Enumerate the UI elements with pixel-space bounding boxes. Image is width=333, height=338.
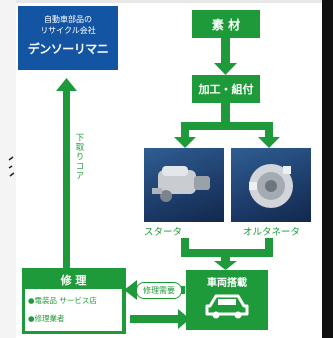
- brand-small-line1: 自動車部品の: [44, 15, 92, 24]
- alternator-icon: [249, 164, 293, 208]
- repair-item-2: ●修理業者: [28, 314, 65, 323]
- processing-label: 加工・組付: [198, 83, 254, 96]
- left-edge: [0, 0, 16, 338]
- right-edge: [322, 0, 333, 338]
- vehicle-box: 車両搭載: [186, 270, 268, 330]
- repair-demand-label: 修理需要: [143, 286, 175, 295]
- repair-box: 修 理 ●電装品 サービス店 ●修理業者: [22, 268, 126, 334]
- repair-demand-badge: 修理需要: [136, 282, 182, 299]
- trade-in-label: 下取りコア: [74, 133, 84, 181]
- processing-box: 加工・組付: [192, 75, 260, 103]
- starter-motor-icon: [152, 166, 210, 202]
- brand-name: デンソーリマニ: [27, 42, 109, 56]
- starter-label: スタータ: [144, 227, 183, 238]
- repair-list: ●電装品 サービス店 ●修理業者: [25, 289, 122, 331]
- material-box: 素 材: [192, 10, 260, 38]
- alternator-label: オルタネータ: [243, 227, 301, 238]
- material-label: 素 材: [211, 17, 241, 32]
- brand-box: 自動車部品の リサイクル会社 デンソーリマニ: [18, 6, 118, 70]
- repair-title: 修 理: [60, 274, 87, 287]
- vehicle-label: 車両搭載: [207, 278, 247, 289]
- car-icon: [205, 294, 249, 319]
- alternator-photo: [231, 148, 311, 222]
- brand-small-line2: リサイクル会社: [40, 26, 96, 35]
- starter-photo: [144, 148, 224, 222]
- top-edge: [0, 0, 333, 3]
- repair-item-1: ●電装品 サービス店: [28, 296, 97, 305]
